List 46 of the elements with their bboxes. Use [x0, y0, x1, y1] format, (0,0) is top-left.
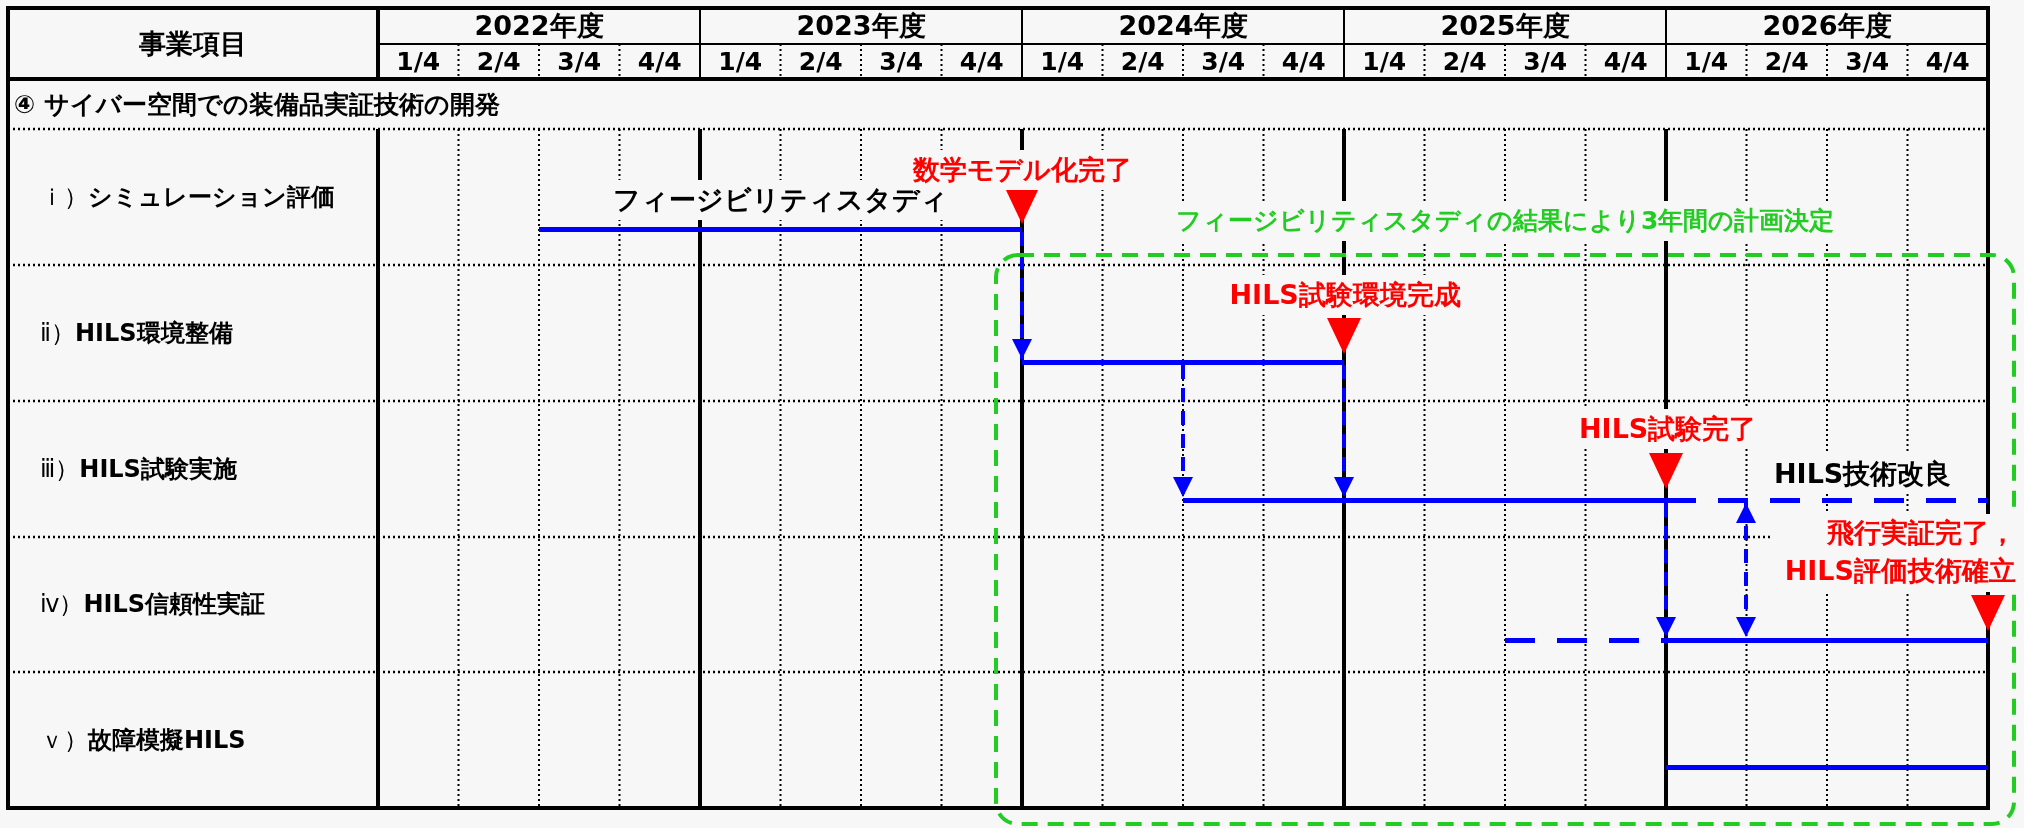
quarter-header: 1/4 [1683, 46, 1730, 78]
dashed-arrow [1173, 365, 1193, 497]
quarter-header: 1/4 [1039, 46, 1086, 78]
dashed-arrow [1736, 503, 1756, 637]
task-name: ｉ）シミュレーション評価 [40, 182, 336, 213]
quarter-header: 4/4 [1602, 46, 1649, 78]
schedule-bar [1183, 498, 1666, 503]
schedule-bar [1022, 360, 1344, 365]
schedule-bar [1666, 638, 1988, 643]
dashed-arrow [1012, 232, 1032, 359]
year-header: 2024年度 [1117, 9, 1249, 43]
year-header: 2022年度 [473, 9, 605, 43]
quarter-header: 3/4 [1844, 46, 1891, 78]
quarter-header: 1/4 [395, 46, 442, 78]
quarter-header: 4/4 [1280, 46, 1327, 78]
quarter-header: 4/4 [636, 46, 683, 78]
quarter-header: 2/4 [1763, 46, 1810, 78]
quarter-header: 2/4 [1441, 46, 1488, 78]
quarter-header: 1/4 [1361, 46, 1408, 78]
year-header: 2025年度 [1439, 9, 1571, 43]
dashed-arrow [1334, 365, 1354, 497]
year-header: 2026年度 [1761, 9, 1893, 43]
quarter-header: 2/4 [475, 46, 522, 78]
section-title: ④ サイバー空間での装備品実証技術の開発 [14, 89, 501, 121]
header-cell-text: 事業項目 [138, 27, 248, 61]
quarter-header: 3/4 [1200, 46, 1247, 78]
quarter-header: 4/4 [958, 46, 1005, 78]
quarter-header: 4/4 [1924, 46, 1971, 78]
task-name: ⅲ）HILS試験実施 [40, 454, 238, 485]
task-label: HILS技術改良 [1774, 454, 1952, 494]
quarter-header: 3/4 [556, 46, 603, 78]
year-header: 2023年度 [795, 9, 927, 43]
quarter-header: 3/4 [878, 46, 925, 78]
milestone-label: HILS試験環境完成 [1229, 275, 1461, 315]
quarter-header: 3/4 [1522, 46, 1569, 78]
quarter-header: 2/4 [797, 46, 844, 78]
quarter-header: 2/4 [1119, 46, 1166, 78]
task-name: ⅱ）HILS環境整備 [40, 318, 234, 349]
task-name: ⅳ）HILS信頼性実証 [40, 589, 267, 620]
schedule-bar [1666, 765, 1988, 770]
dashed-bar [1505, 638, 1666, 643]
dashed-arrow [1656, 503, 1676, 637]
frame-label: フィージビリティスタディの結果により3年間の計画決定 [1176, 201, 1835, 241]
milestone-label: 飛行実証完了，HILS評価技術確立 [1770, 514, 2016, 592]
quarter-header: 1/4 [717, 46, 764, 78]
task-name: ｖ）故障模擬HILS [40, 725, 247, 756]
